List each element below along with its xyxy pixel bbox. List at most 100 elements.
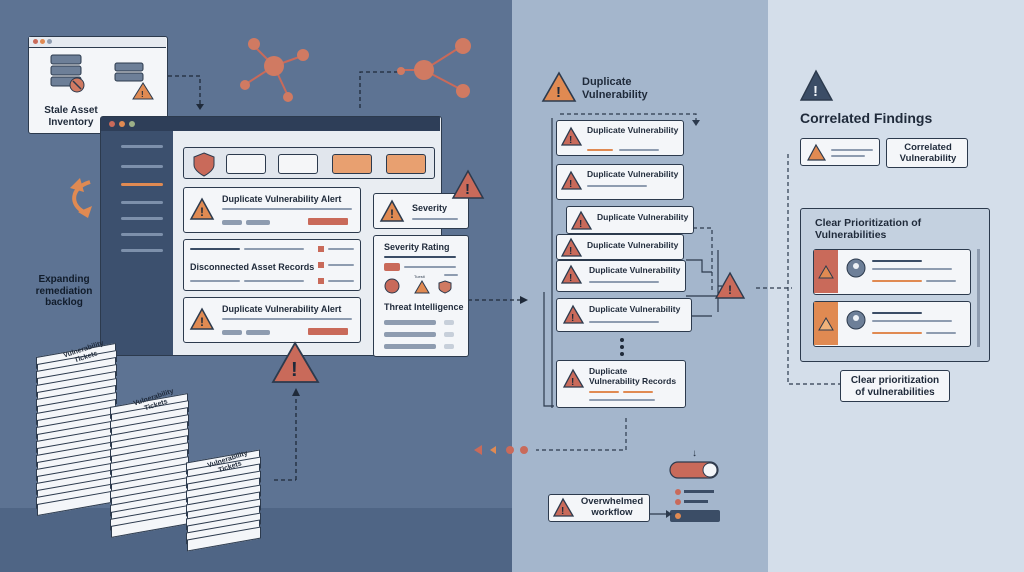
text-line <box>589 321 659 323</box>
prioritization-panel: Clear Prioritization of Vulnerabilities <box>800 208 990 362</box>
warning-icon <box>818 265 834 279</box>
text-line <box>619 149 659 151</box>
warning-icon: ! <box>570 210 593 230</box>
warning-icon: ! <box>562 304 585 324</box>
warning-icon: ! <box>189 197 215 220</box>
dot-icon <box>109 121 115 127</box>
dot-icon <box>33 39 38 44</box>
svg-text:!: ! <box>579 219 582 230</box>
dup-card[interactable]: ! Duplicate Vulnerability <box>566 206 694 234</box>
text-line <box>244 280 304 282</box>
svg-text:!: ! <box>569 273 572 284</box>
warning-icon <box>414 280 430 294</box>
severity-badge <box>308 328 348 335</box>
dot-icon <box>40 39 45 44</box>
filter-chip[interactable] <box>226 154 266 174</box>
dup-records-card[interactable]: ! Duplicate Vulnerability Records <box>556 360 686 408</box>
filter-chip[interactable] <box>278 154 318 174</box>
dot-icon <box>119 121 125 127</box>
dot-icon <box>47 39 52 44</box>
correlated-mini[interactable] <box>800 138 880 166</box>
sidebar-item[interactable] <box>121 201 163 204</box>
warning-icon: ! <box>189 307 215 330</box>
shield-icon <box>193 152 215 177</box>
ellipsis-dot <box>620 352 624 356</box>
warning-icon: ! <box>799 69 834 101</box>
text-line <box>872 260 922 262</box>
text-line <box>328 280 354 282</box>
filter-chip[interactable] <box>332 154 372 174</box>
alert-card[interactable]: ! Duplicate Vulnerability Alert <box>183 187 361 233</box>
text-line <box>190 280 240 282</box>
server-icon: ! <box>50 54 154 100</box>
warning-icon: ! <box>541 71 577 102</box>
overwhelmed-label: Overwhelmed workflow <box>580 496 644 518</box>
sidebar-item[interactable] <box>121 233 163 236</box>
scrollbar[interactable] <box>977 249 980 347</box>
sidebar-item[interactable] <box>121 249 163 252</box>
status-dot <box>318 262 324 268</box>
svg-text:!: ! <box>571 313 574 324</box>
sidebar-item-active[interactable] <box>121 183 163 186</box>
svg-text:!: ! <box>813 83 818 100</box>
text-line <box>587 185 647 187</box>
clear-priority-card[interactable]: Clear prioritization of vulnerabilities <box>840 370 950 402</box>
text-line <box>589 399 655 401</box>
tag <box>246 330 270 335</box>
sidebar-item[interactable] <box>121 165 163 168</box>
dup-card[interactable]: ! Duplicate Vulnerability <box>556 260 686 292</box>
filter-chip[interactable] <box>386 154 426 174</box>
warning-icon: ! <box>552 497 575 517</box>
text-line <box>589 281 659 283</box>
flow-dots <box>474 445 528 455</box>
warning-icon: ! <box>379 199 405 222</box>
prioritization-title: Clear Prioritization of Vulnerabilities <box>815 217 922 242</box>
window-titlebar <box>101 117 440 131</box>
warning-icon: ! <box>562 368 585 388</box>
dup-label: Duplicate Vulnerability <box>589 265 681 275</box>
window-titlebar <box>29 37 166 48</box>
text-line <box>623 391 653 393</box>
bar <box>384 332 436 337</box>
alert-card[interactable]: ! Duplicate Vulnerability Alert <box>183 297 361 343</box>
priority-item[interactable] <box>813 301 971 347</box>
dup-card[interactable]: ! Duplicate Vulnerability <box>556 120 684 156</box>
text-line <box>222 208 352 210</box>
text-line <box>412 218 458 220</box>
mid-title: Duplicate Vulnerability <box>582 76 648 101</box>
dup-label: Duplicate Vulnerability <box>587 125 679 135</box>
ellipsis-dot <box>620 345 624 349</box>
dup-label: Duplicate Vulnerability <box>597 212 689 222</box>
svg-text:!: ! <box>728 283 732 297</box>
svg-text:!: ! <box>569 135 572 146</box>
shield-icon <box>438 280 452 294</box>
severity-rating-label: Severity Rating <box>384 242 450 252</box>
warning-icon: ! <box>560 264 583 284</box>
sidebar-item[interactable] <box>121 217 163 220</box>
dup-card[interactable]: ! Duplicate Vulnerability <box>556 298 692 332</box>
records-title: Disconnected Asset Records <box>190 262 315 272</box>
svg-text:!: ! <box>291 359 298 381</box>
hand-icon <box>384 278 400 294</box>
warning-icon <box>807 143 827 161</box>
warning-icon: ! <box>271 341 320 383</box>
dashboard-window: ! Duplicate Vulnerability Alert Disconne… <box>100 116 469 357</box>
warning-icon <box>818 317 834 331</box>
dup-card[interactable]: ! Duplicate Vulnerability <box>556 164 684 200</box>
text-line <box>244 248 304 250</box>
priority-item[interactable] <box>813 249 971 295</box>
sidebar-item[interactable] <box>121 145 163 148</box>
svg-text:!: ! <box>200 205 204 219</box>
bar <box>384 344 436 349</box>
correlated-vuln-card[interactable]: Correlated Vulnerability <box>886 138 968 168</box>
dup-card[interactable]: ! Duplicate Vulnerability <box>556 234 684 260</box>
severity-rating-panel: Severity Rating Tuesti Threat Intelligen… <box>373 235 469 357</box>
overwhelmed-card[interactable]: ! Overwhelmed workflow <box>548 494 650 522</box>
correlated-label: Correlated Vulnerability <box>899 142 957 164</box>
filter-bar <box>183 147 435 179</box>
right-title: Correlated Findings <box>800 110 933 126</box>
records-card[interactable]: Disconnected Asset Records <box>183 239 361 291</box>
text-line <box>872 312 922 314</box>
text-line <box>872 268 952 270</box>
severity-card[interactable]: ! Severity <box>373 193 469 229</box>
